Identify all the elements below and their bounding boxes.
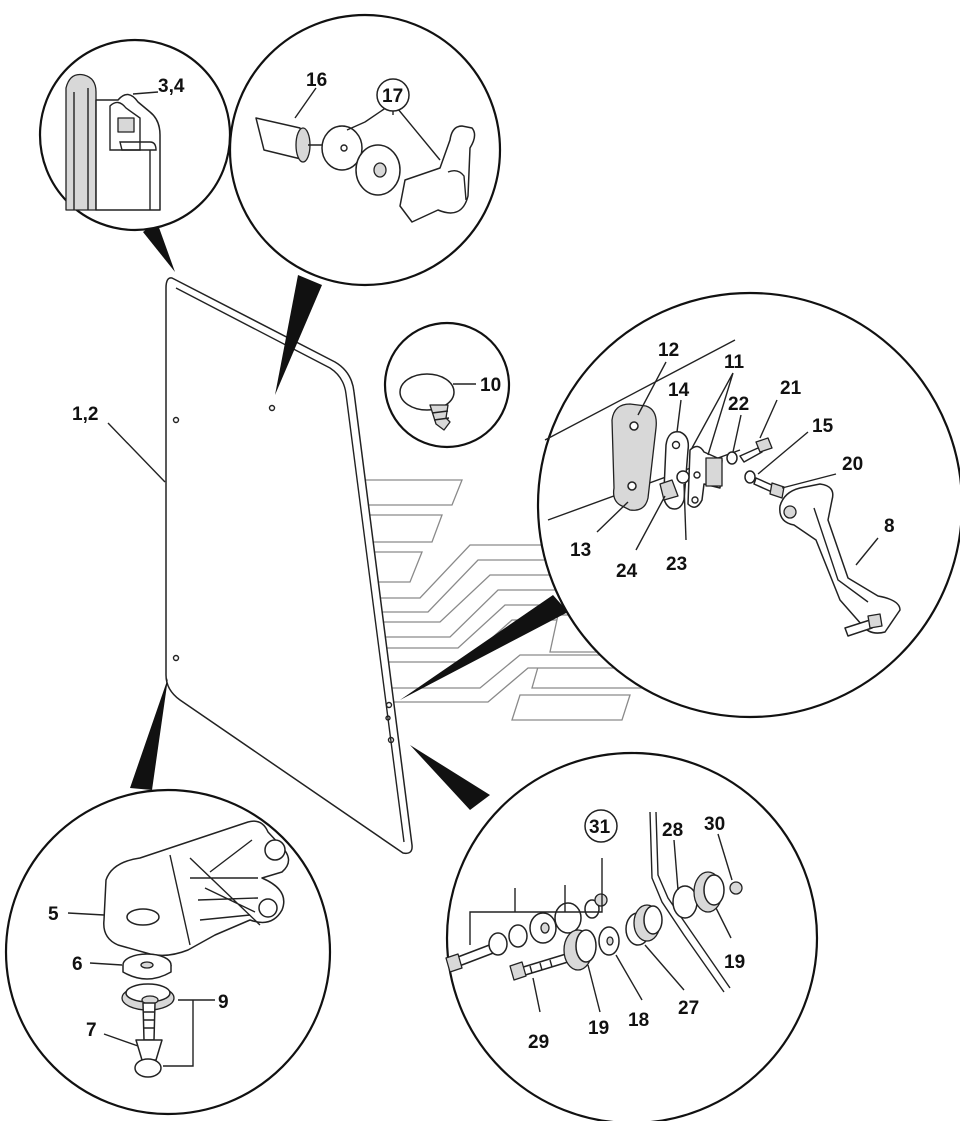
callout-15: 15 <box>812 416 834 437</box>
callout-7: 7 <box>86 1020 97 1041</box>
callout-31: 31 <box>589 817 611 838</box>
callout-1-2: 1,2 <box>72 404 98 425</box>
callout-11: 11 <box>724 352 745 373</box>
callout-18: 18 <box>628 1010 649 1031</box>
callout-5: 5 <box>48 904 59 925</box>
callout-16: 16 <box>306 70 327 91</box>
callout-10: 10 <box>480 375 501 396</box>
detail-seal-profile <box>38 38 232 232</box>
callout-27: 27 <box>678 998 699 1019</box>
callout-labels: 1,2 3,4 16 17 10 12 11 14 22 21 15 20 8 … <box>48 70 895 1053</box>
callout-24: 24 <box>616 561 638 582</box>
callout-22: 22 <box>728 394 749 415</box>
callout-20: 20 <box>842 454 863 475</box>
detail-hinge-assembly <box>536 291 960 719</box>
callout-19-bottom: 19 <box>588 1018 609 1039</box>
callout-19-right: 19 <box>724 952 745 973</box>
detail-pointers <box>130 222 568 810</box>
detail-handle <box>228 13 502 287</box>
callout-9: 9 <box>218 992 229 1013</box>
callout-23: 23 <box>666 554 687 575</box>
callout-3-4: 3,4 <box>158 76 185 97</box>
callout-8: 8 <box>884 516 895 537</box>
circle-31 <box>584 809 618 843</box>
circle-17 <box>376 78 410 112</box>
callout-28: 28 <box>662 820 683 841</box>
callout-14: 14 <box>668 380 690 401</box>
callout-12: 12 <box>658 340 679 361</box>
detail-bolt-stack <box>445 751 819 1121</box>
detail-push-clip <box>383 321 511 449</box>
callout-17: 17 <box>382 86 403 107</box>
detail-lower-hinge <box>4 788 332 1116</box>
door-glass-panel <box>165 277 413 855</box>
callout-6: 6 <box>72 954 83 975</box>
callout-29: 29 <box>528 1032 549 1053</box>
callout-21: 21 <box>780 378 802 399</box>
callout-13: 13 <box>570 540 591 561</box>
callout-30: 30 <box>704 814 725 835</box>
